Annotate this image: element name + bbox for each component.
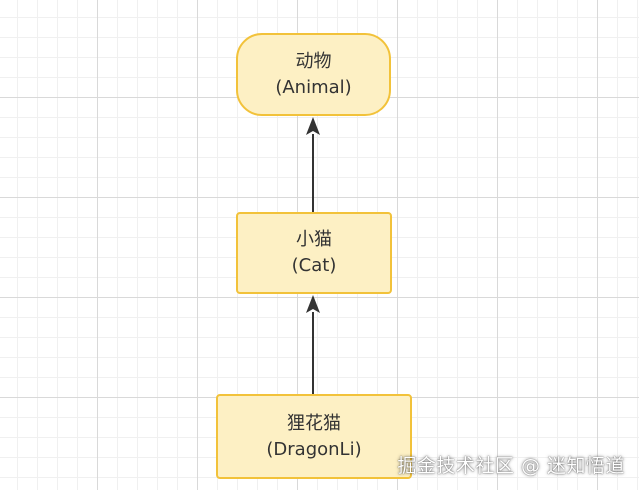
node-cat[interactable]: 小猫 (Cat) <box>236 212 392 294</box>
arrow-head <box>306 117 320 135</box>
node-dragonli[interactable]: 狸花猫 (DragonLi) <box>216 394 412 479</box>
arrow-head <box>306 295 320 313</box>
node-animal[interactable]: 动物 (Animal) <box>236 33 391 116</box>
node-cat-name-cn: 小猫 <box>296 229 332 250</box>
node-dragonli-name-cn: 狸花猫 <box>287 412 341 434</box>
edge-cat-to-animal <box>306 117 320 212</box>
watermark: 掘金技术社区 @ 迷知悟道 <box>397 455 625 477</box>
node-cat-name-en: (Cat) <box>291 255 337 276</box>
node-animal-name-cn: 动物 <box>295 50 332 72</box>
edge-dragonli-to-cat <box>306 295 320 394</box>
node-animal-name-en: (Animal) <box>275 76 352 98</box>
node-dragonli-name-en: (DragonLi) <box>266 438 362 460</box>
